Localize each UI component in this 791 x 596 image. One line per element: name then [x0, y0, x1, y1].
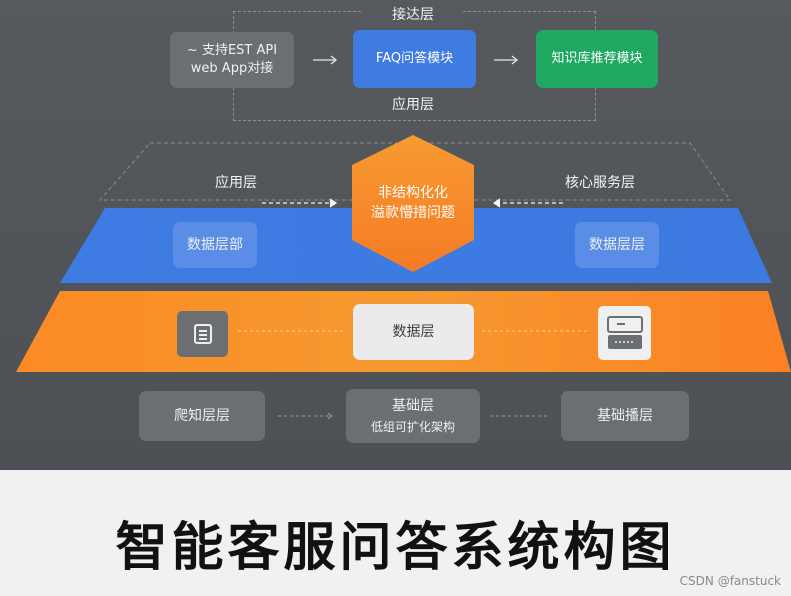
- api-access-box[interactable]: ~ 支持EST API web App对接: [170, 32, 294, 88]
- blue-right-box[interactable]: 数据层层: [575, 222, 659, 268]
- foundation-subtitle: 低组可扩化架构: [370, 419, 455, 434]
- top-bottom-label: 应用层: [392, 97, 434, 113]
- arrow-right-to-hex: [492, 198, 565, 208]
- data-layer-box[interactable]: 数据层: [353, 304, 474, 360]
- arrow-bottom-left: [278, 412, 333, 420]
- hexagon-text: 非结构化化 溢款懵措问题: [371, 185, 455, 222]
- hexagon-core: [352, 135, 474, 272]
- perception-layer-box[interactable]: 爬知层层: [139, 391, 265, 441]
- kb-recommend-box[interactable]: 知识库推荐模块: [536, 30, 658, 88]
- middle-right-label: 核心服务层: [565, 175, 635, 191]
- arrow-left-to-hex: [262, 198, 338, 208]
- storage-icon: [606, 316, 643, 349]
- database-icon: [177, 311, 228, 357]
- footer: [0, 470, 791, 596]
- foundation-title: 基础层: [392, 397, 434, 414]
- foundation-layer-box[interactable]: 基础层 低组可扩化架构: [346, 389, 480, 443]
- watermark: CSDN @fanstuck: [679, 574, 781, 588]
- top-title: 接达层: [363, 4, 463, 24]
- list-icon: [193, 324, 212, 344]
- middle-frame: [98, 142, 731, 201]
- arrow-source-faq: [313, 55, 338, 65]
- base-layer-box[interactable]: 基础播层: [561, 391, 689, 441]
- faq-module-box[interactable]: FAQ问答模块: [353, 30, 476, 88]
- blue-left-box[interactable]: 数据层部: [173, 222, 257, 268]
- middle-left-label: 应用层: [215, 175, 257, 191]
- arrow-faq-kb: [494, 55, 519, 65]
- architecture-diagram: 接达层 应用层 ~ 支持EST API web App对接 FAQ问答模块 知识…: [0, 0, 791, 470]
- diagram-caption: 智能客服问答系统构图: [115, 518, 676, 578]
- server-icon: [598, 306, 651, 360]
